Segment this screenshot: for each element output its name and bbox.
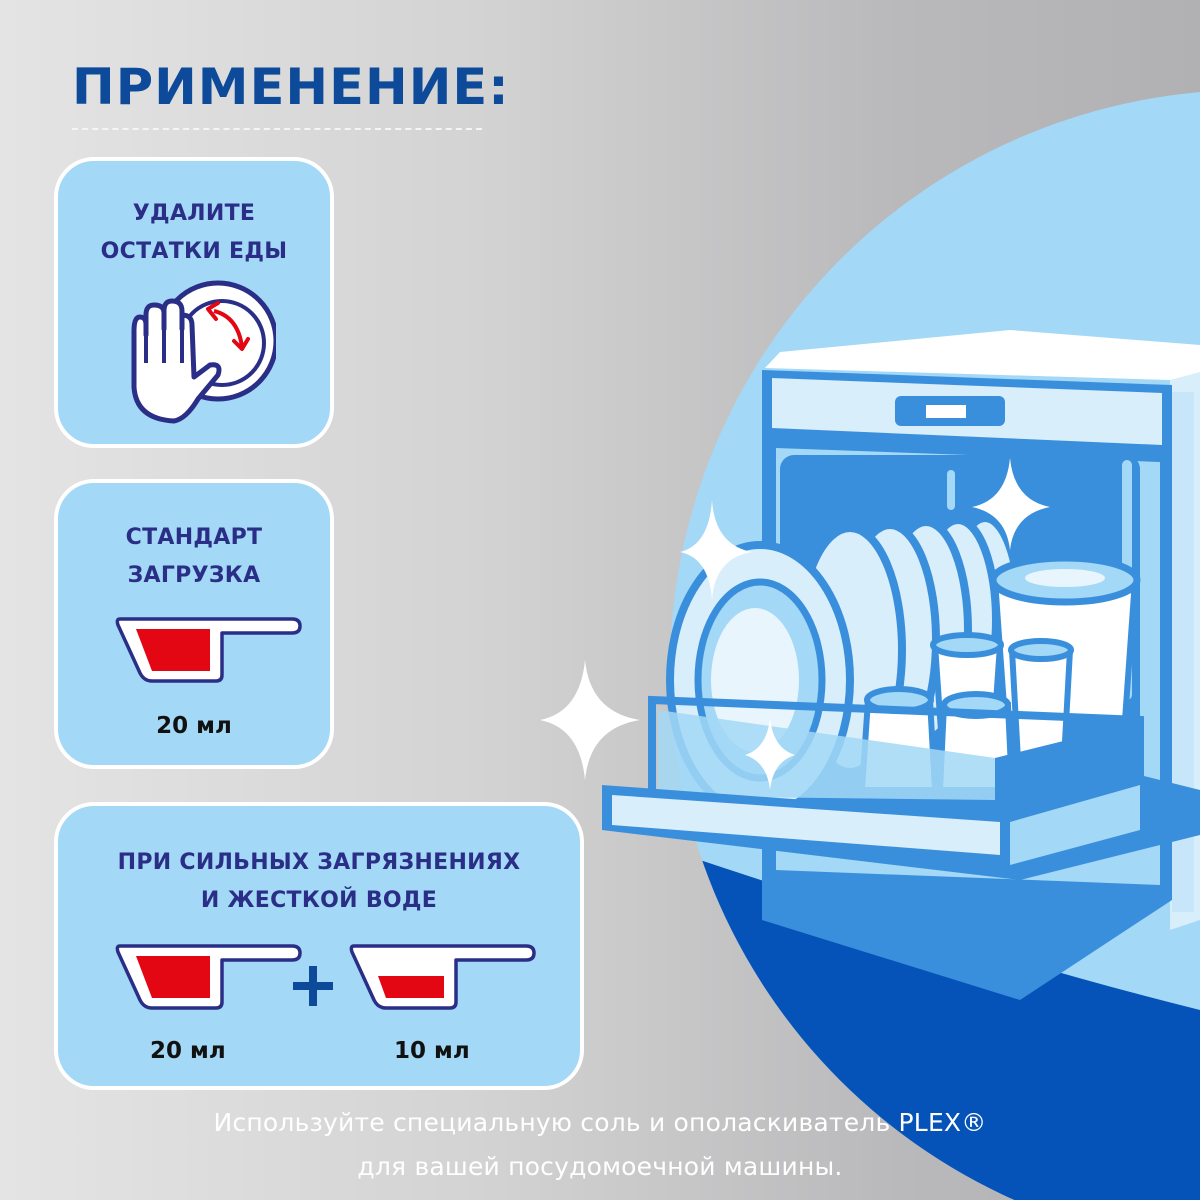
scoop-fill — [136, 629, 210, 671]
page-title: ПРИМЕНЕНИЕ: — [72, 58, 510, 116]
sparkle — [745, 718, 795, 790]
dose-volume: 20 мл — [156, 713, 232, 739]
step-title-line: СТАНДАРТ — [125, 525, 263, 550]
footer-note: для вашей посудомоечной машины. — [357, 1152, 843, 1181]
sparkles — [540, 458, 1125, 790]
measuring-scoop-icon — [349, 944, 536, 1010]
step-title: СТАНДАРТ ЗАГРУЗКА — [58, 519, 330, 595]
step-card-remove-food: УДАЛИТЕ ОСТАТКИ ЕДЫ — [54, 157, 334, 448]
scoop-fill — [378, 976, 444, 998]
step-title: УДАЛИТЕ ОСТАТКИ ЕДЫ — [58, 195, 330, 271]
sparkle-large — [540, 660, 640, 780]
step-title-line: ЗАГРУЗКА — [127, 563, 261, 588]
step-title-line: ПРИ СИЛЬНЫХ ЗАГРЯЗНЕНИЯХ — [117, 850, 521, 875]
dose-volume: 20 мл — [150, 1038, 226, 1064]
measuring-scoop-icon — [115, 617, 302, 683]
plus-icon — [293, 966, 333, 1006]
step-title-line: И ЖЕСТКОЙ ВОДЕ — [200, 888, 438, 913]
step-title: ПРИ СИЛЬНЫХ ЗАГРЯЗНЕНИЯХ И ЖЕСТКОЙ ВОДЕ — [58, 844, 580, 920]
scoop-fill — [136, 956, 210, 998]
dose-volume: 10 мл — [394, 1038, 470, 1064]
step-card-standard-load: СТАНДАРТ ЗАГРУЗКА 20 мл — [54, 479, 334, 769]
sparkle — [680, 500, 752, 600]
step-title-line: ОСТАТКИ ЕДЫ — [100, 239, 288, 264]
footer-note: Используйте специальную соль и ополаскив… — [213, 1108, 987, 1137]
title-divider — [72, 128, 482, 130]
measuring-scoop-icon — [115, 944, 302, 1010]
hand-wiping-plate-icon — [131, 280, 276, 424]
sparkle — [972, 458, 1050, 550]
step-card-heavy-soil: ПРИ СИЛЬНЫХ ЗАГРЯЗНЕНИЯХ И ЖЕСТКОЙ ВОДЕ … — [54, 802, 584, 1090]
dishwasher — [602, 330, 1200, 1000]
step-title-line: УДАЛИТЕ — [132, 201, 256, 226]
sparkle — [1078, 625, 1125, 690]
